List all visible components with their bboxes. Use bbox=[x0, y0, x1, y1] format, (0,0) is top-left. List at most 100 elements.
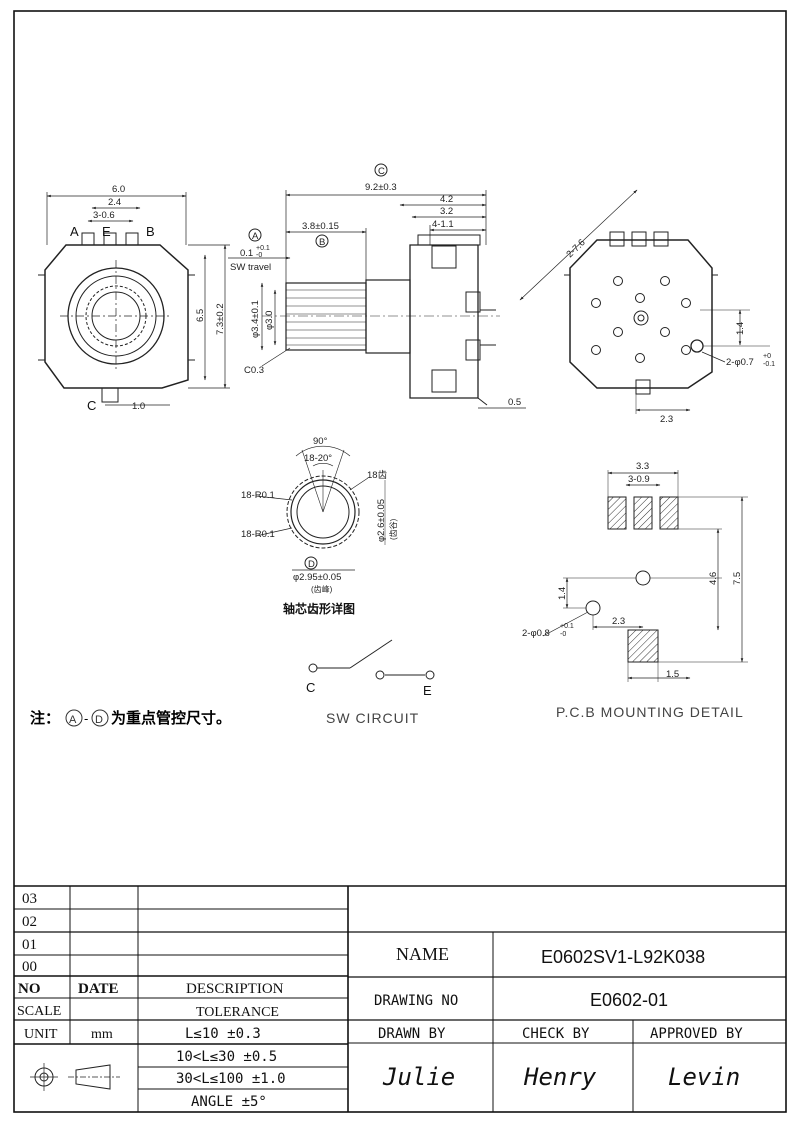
knurl-dia-root: φ2.6±0.05 bbox=[376, 499, 387, 542]
sw-e-label: E bbox=[423, 683, 432, 698]
knurl-caption: 轴芯齿形详图 bbox=[283, 601, 355, 616]
drawn-by-label: DRAWN BY bbox=[378, 1026, 446, 1042]
tolerance-row-1: L≤10 ±0.3 bbox=[185, 1026, 261, 1042]
front-dim-outer: 7.3±0.2 bbox=[215, 303, 226, 335]
rev-03: 03 bbox=[22, 891, 37, 907]
side-dim-shaft: 3.8±0.15 bbox=[302, 221, 339, 232]
approved-by-signature: Levin bbox=[668, 1063, 740, 1091]
side-sw-travel-label: SW travel bbox=[230, 262, 271, 273]
knurl-crest-label: (齿峰) bbox=[311, 584, 333, 594]
scale-label: SCALE bbox=[17, 1004, 61, 1019]
marker-b-circle bbox=[315, 234, 329, 248]
front-dim-height: 6.5 bbox=[195, 309, 206, 322]
check-by-label: CHECK BY bbox=[522, 1026, 590, 1042]
pcb-detail bbox=[542, 470, 748, 682]
note-prefix: 注： bbox=[30, 709, 60, 727]
front-dim-pitch: 2.4 bbox=[108, 197, 121, 208]
note-marker-a: A bbox=[69, 714, 77, 726]
marker-d: D bbox=[308, 559, 315, 570]
knurl-dia-crest: φ2.95±0.05 bbox=[293, 572, 341, 583]
tolerance-row-4: ANGLE ±5° bbox=[191, 1094, 267, 1110]
drawn-by-signature: Julie bbox=[382, 1063, 455, 1091]
pcb-caption: P.C.B MOUNTING DETAIL bbox=[556, 704, 744, 720]
side-dim-d2: 3.2 bbox=[440, 206, 453, 217]
pcb-dim-w: 3.3 bbox=[636, 461, 649, 472]
rev-02: 02 bbox=[22, 914, 37, 930]
unit-label: UNIT bbox=[24, 1027, 58, 1042]
side-view bbox=[228, 190, 526, 409]
marker-b: B bbox=[319, 237, 325, 248]
front-dim-width: 6.0 bbox=[112, 184, 125, 195]
bottom-dim-diag: 2-7.6 bbox=[564, 237, 587, 260]
pin-a-label: A bbox=[70, 224, 79, 239]
approved-by-label: APPROVED BY bbox=[650, 1026, 743, 1042]
knurl-angle-inner: 18-20° bbox=[304, 453, 332, 464]
side-dim-sw-travel: 0.1 bbox=[240, 248, 253, 259]
pcb-dim-h1: 4.6 bbox=[708, 572, 719, 585]
marker-a-circle bbox=[248, 228, 262, 242]
sw-caption: SW CIRCUIT bbox=[326, 710, 419, 726]
name-label: NAME bbox=[396, 944, 449, 964]
bottom-dim-offset: 2.3 bbox=[660, 414, 673, 425]
marker-c: C bbox=[378, 166, 385, 177]
bottom-view bbox=[519, 189, 770, 414]
side-dim-chamfer: C0.3 bbox=[244, 365, 264, 376]
side-dim-tol-up: +0.1 bbox=[256, 245, 270, 252]
knurl-detail bbox=[255, 445, 386, 571]
marker-a: A bbox=[252, 231, 259, 242]
pcb-dim-hole-tol-dn: -0 bbox=[560, 631, 566, 638]
header-date: DATE bbox=[78, 981, 119, 997]
sheet-border bbox=[13, 10, 787, 1113]
header-no: NO bbox=[18, 981, 41, 997]
note-marker-d-circle bbox=[91, 709, 109, 727]
side-dim-d1: 4.2 bbox=[440, 194, 453, 205]
knurl-root-label: (齿谷) bbox=[389, 518, 398, 540]
marker-d-circle bbox=[304, 556, 318, 570]
knurl-angle-outer: 90° bbox=[313, 436, 328, 447]
pin-e-label: E bbox=[102, 224, 111, 239]
pcb-dim-h2: 7.5 bbox=[732, 572, 743, 585]
front-dim-pins: 3-0.6 bbox=[93, 210, 115, 221]
note-marker-d: D bbox=[95, 714, 103, 726]
pin-b-label: B bbox=[146, 224, 155, 239]
pcb-dim-hole-tol-up: +0.1 bbox=[560, 623, 574, 630]
pcb-dim-off: 2.3 bbox=[612, 616, 625, 627]
title-block-grid bbox=[14, 885, 786, 1112]
knurl-teeth: 18齿 bbox=[367, 470, 388, 481]
knurl-r-top: 18-R0.1 bbox=[241, 490, 275, 501]
check-by-signature: Henry bbox=[523, 1063, 597, 1091]
name-value: E0602SV1-L92K038 bbox=[541, 947, 705, 967]
rev-01: 01 bbox=[22, 937, 37, 953]
drawing-no-value: E0602-01 bbox=[590, 990, 668, 1010]
pcb-dim-h3: 1.4 bbox=[557, 587, 568, 600]
rev-00: 00 bbox=[22, 959, 37, 975]
side-dim-tol-dn: -0 bbox=[256, 252, 262, 259]
pcb-dim-pad: 1.5 bbox=[666, 669, 679, 680]
drawing-no-label: DRAWING NO bbox=[374, 993, 458, 1009]
tolerance-row-3: 30<L≤100 ±1.0 bbox=[176, 1071, 286, 1087]
bottom-dim-hole: 2-φ0.7 bbox=[726, 357, 754, 368]
note-dash: - bbox=[84, 711, 88, 726]
side-dim-d3: 4-1.1 bbox=[432, 219, 454, 230]
marker-c-circle bbox=[374, 163, 388, 177]
header-description: DESCRIPTION bbox=[186, 981, 284, 997]
bottom-dim-hole-tol-up: +0 bbox=[763, 353, 771, 360]
bottom-dim-pitch: 1.4 bbox=[735, 322, 746, 335]
knurl-r-bot: 18-R0.1 bbox=[241, 529, 275, 540]
pin-c-label: C bbox=[87, 398, 96, 413]
side-dim-dia-outer: φ3.4±0.1 bbox=[250, 300, 261, 338]
tolerance-row-2: 10<L≤30 ±0.5 bbox=[176, 1049, 277, 1065]
sw-circuit bbox=[308, 639, 435, 680]
sw-c-label: C bbox=[306, 680, 315, 695]
note-marker-a-circle bbox=[65, 709, 83, 727]
front-dim-c-offset: 1.0 bbox=[132, 401, 145, 412]
note-suffix: 为重点管控尺寸。 bbox=[111, 709, 231, 727]
unit-value: mm bbox=[91, 1027, 113, 1042]
pcb-dim-pitch: 3-0.9 bbox=[628, 474, 650, 485]
side-dim-total: 9.2±0.3 bbox=[365, 182, 397, 193]
side-dim-dia-inner: φ3.0 bbox=[264, 311, 275, 330]
front-view bbox=[38, 192, 230, 406]
projection-symbol-icon bbox=[30, 1063, 120, 1091]
pcb-dim-hole: 2-φ0.8 bbox=[522, 628, 550, 639]
